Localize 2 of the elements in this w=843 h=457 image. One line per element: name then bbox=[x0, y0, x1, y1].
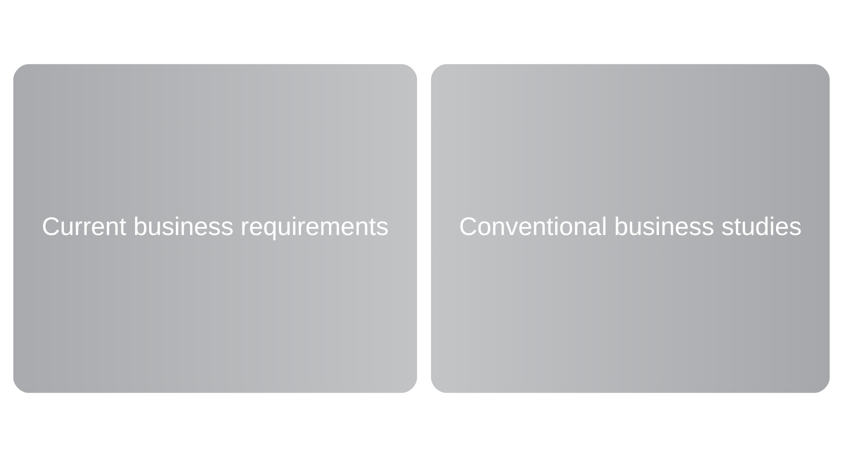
node-box: Current business requirements bbox=[13, 64, 418, 393]
node-box: Conventional business studies bbox=[431, 64, 830, 393]
